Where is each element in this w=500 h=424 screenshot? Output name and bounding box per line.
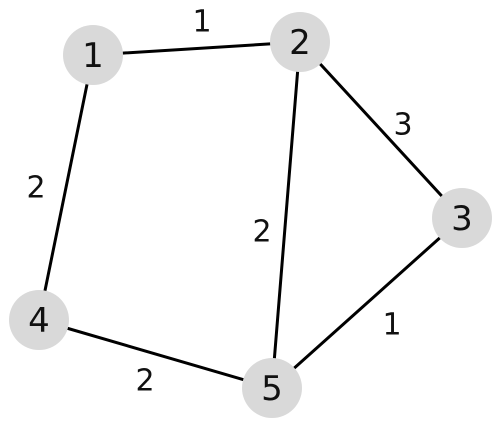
node-circle-2: [270, 12, 330, 72]
edge-weight-2-5: 2: [252, 215, 271, 250]
node-circle-5: [242, 358, 302, 418]
edge-2-5: [270, 40, 302, 390]
edge-1-4: [37, 53, 95, 322]
node-circle-1: [63, 25, 123, 85]
node-4: 4: [9, 290, 69, 350]
node-1: 1: [63, 25, 123, 85]
node-2: 2: [270, 12, 330, 72]
edge-weight-2-3: 3: [393, 108, 412, 143]
node-label-5: 5: [261, 369, 283, 409]
edge-weight-3-5: 1: [382, 308, 401, 343]
edge-weight-4-5: 2: [135, 364, 154, 399]
node-circle-3: [432, 188, 492, 248]
edge-weights-layer: 1 3 2 2 1 2: [26, 5, 412, 399]
node-label-1: 1: [82, 36, 104, 76]
node-label-4: 4: [28, 301, 50, 341]
node-5: 5: [242, 358, 302, 418]
edge-3-5: [270, 216, 464, 390]
edge-1-2: [91, 40, 302, 57]
edge-4-5: [37, 318, 274, 390]
node-label-2: 2: [289, 23, 311, 63]
edge-weight-1-4: 2: [26, 171, 45, 206]
node-3: 3: [432, 188, 492, 248]
node-label-3: 3: [451, 199, 473, 239]
edges-layer: [37, 40, 464, 390]
edge-2-3: [298, 40, 464, 220]
nodes-layer: 1 2 3 4 5: [9, 12, 492, 418]
node-circle-4: [9, 290, 69, 350]
edge-weight-1-2: 1: [192, 5, 211, 40]
